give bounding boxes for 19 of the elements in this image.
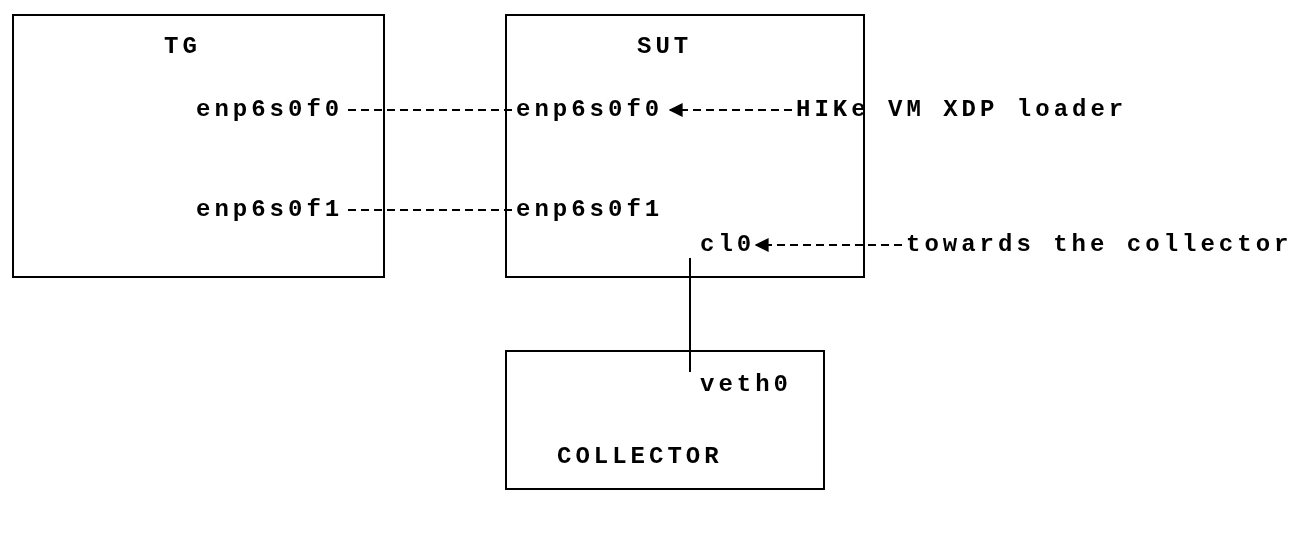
annotation-text: HIKe VM XDP loader <box>796 97 1136 123</box>
arrow <box>668 103 793 117</box>
device-name: TG <box>164 34 201 60</box>
interface-label: veth0 <box>680 372 798 398</box>
interface-label: enp6s0f1 <box>516 197 666 223</box>
annotation-text: towards the collector <box>906 232 1302 258</box>
interface-label: enp6s0f0 <box>196 97 346 123</box>
device-box <box>12 14 385 278</box>
connector-line <box>347 209 515 211</box>
interface-label: enp6s0f0 <box>516 97 666 123</box>
device-name: SUT <box>637 34 693 60</box>
device-box <box>505 14 865 278</box>
connector-line <box>347 109 515 111</box>
device-name: COLLECTOR <box>557 444 723 470</box>
interface-label: enp6s0f1 <box>196 197 346 223</box>
arrow <box>754 238 903 252</box>
connector-line <box>689 257 691 373</box>
interface-label: cl0 <box>680 232 752 258</box>
device-box <box>505 350 825 490</box>
